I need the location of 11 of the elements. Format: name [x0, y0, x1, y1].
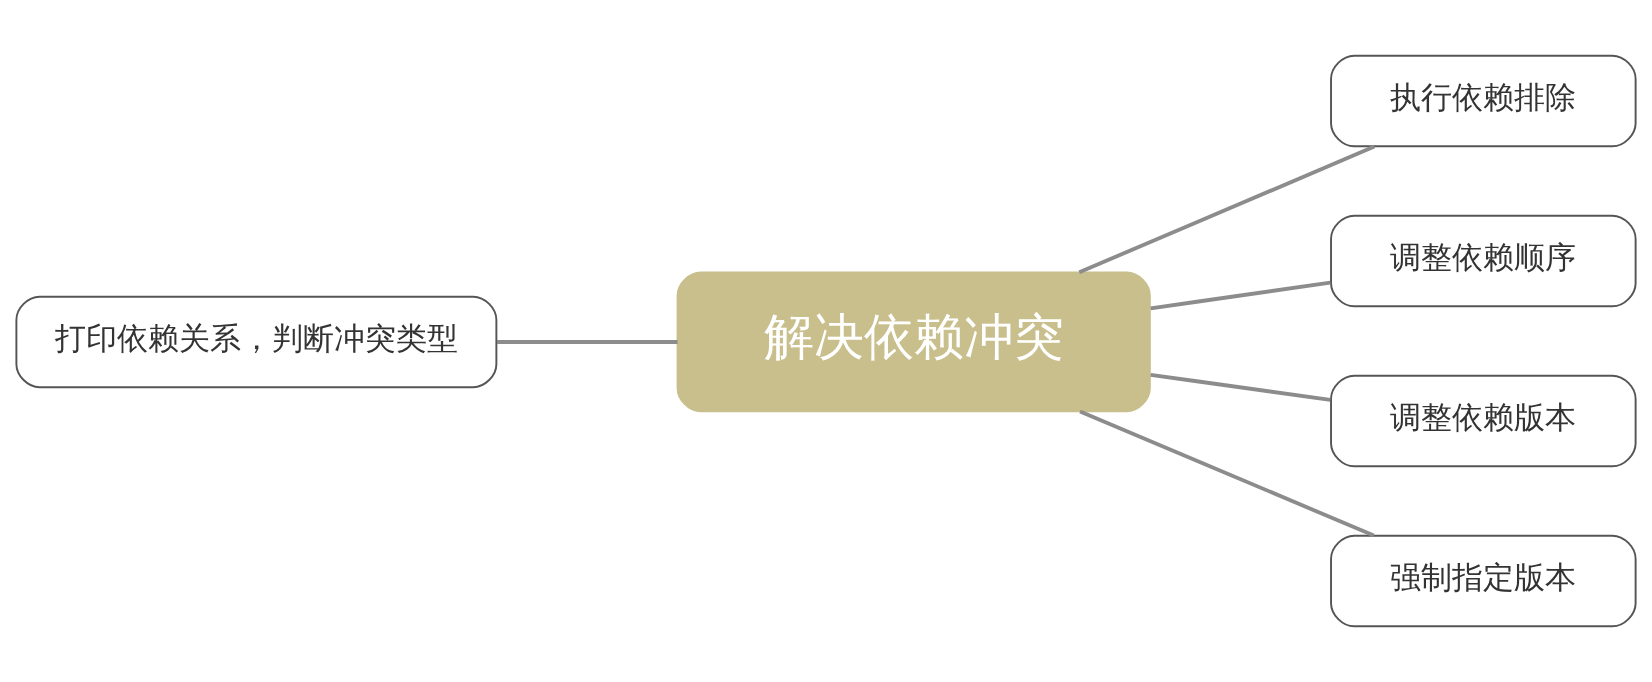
node-box: 解决依赖冲突	[676, 271, 1151, 413]
node-box: 打印依赖关系，判断冲突类型	[15, 295, 498, 389]
connector	[1079, 409, 1375, 538]
node-box: 调整依赖版本	[1330, 374, 1637, 468]
connector	[497, 340, 678, 344]
node-box: 执行依赖排除	[1330, 54, 1637, 148]
node-box: 强制指定版本	[1330, 534, 1637, 628]
connector	[1150, 280, 1331, 311]
node-box: 调整依赖顺序	[1330, 214, 1637, 308]
connector	[1078, 144, 1376, 275]
connector	[1150, 372, 1331, 402]
